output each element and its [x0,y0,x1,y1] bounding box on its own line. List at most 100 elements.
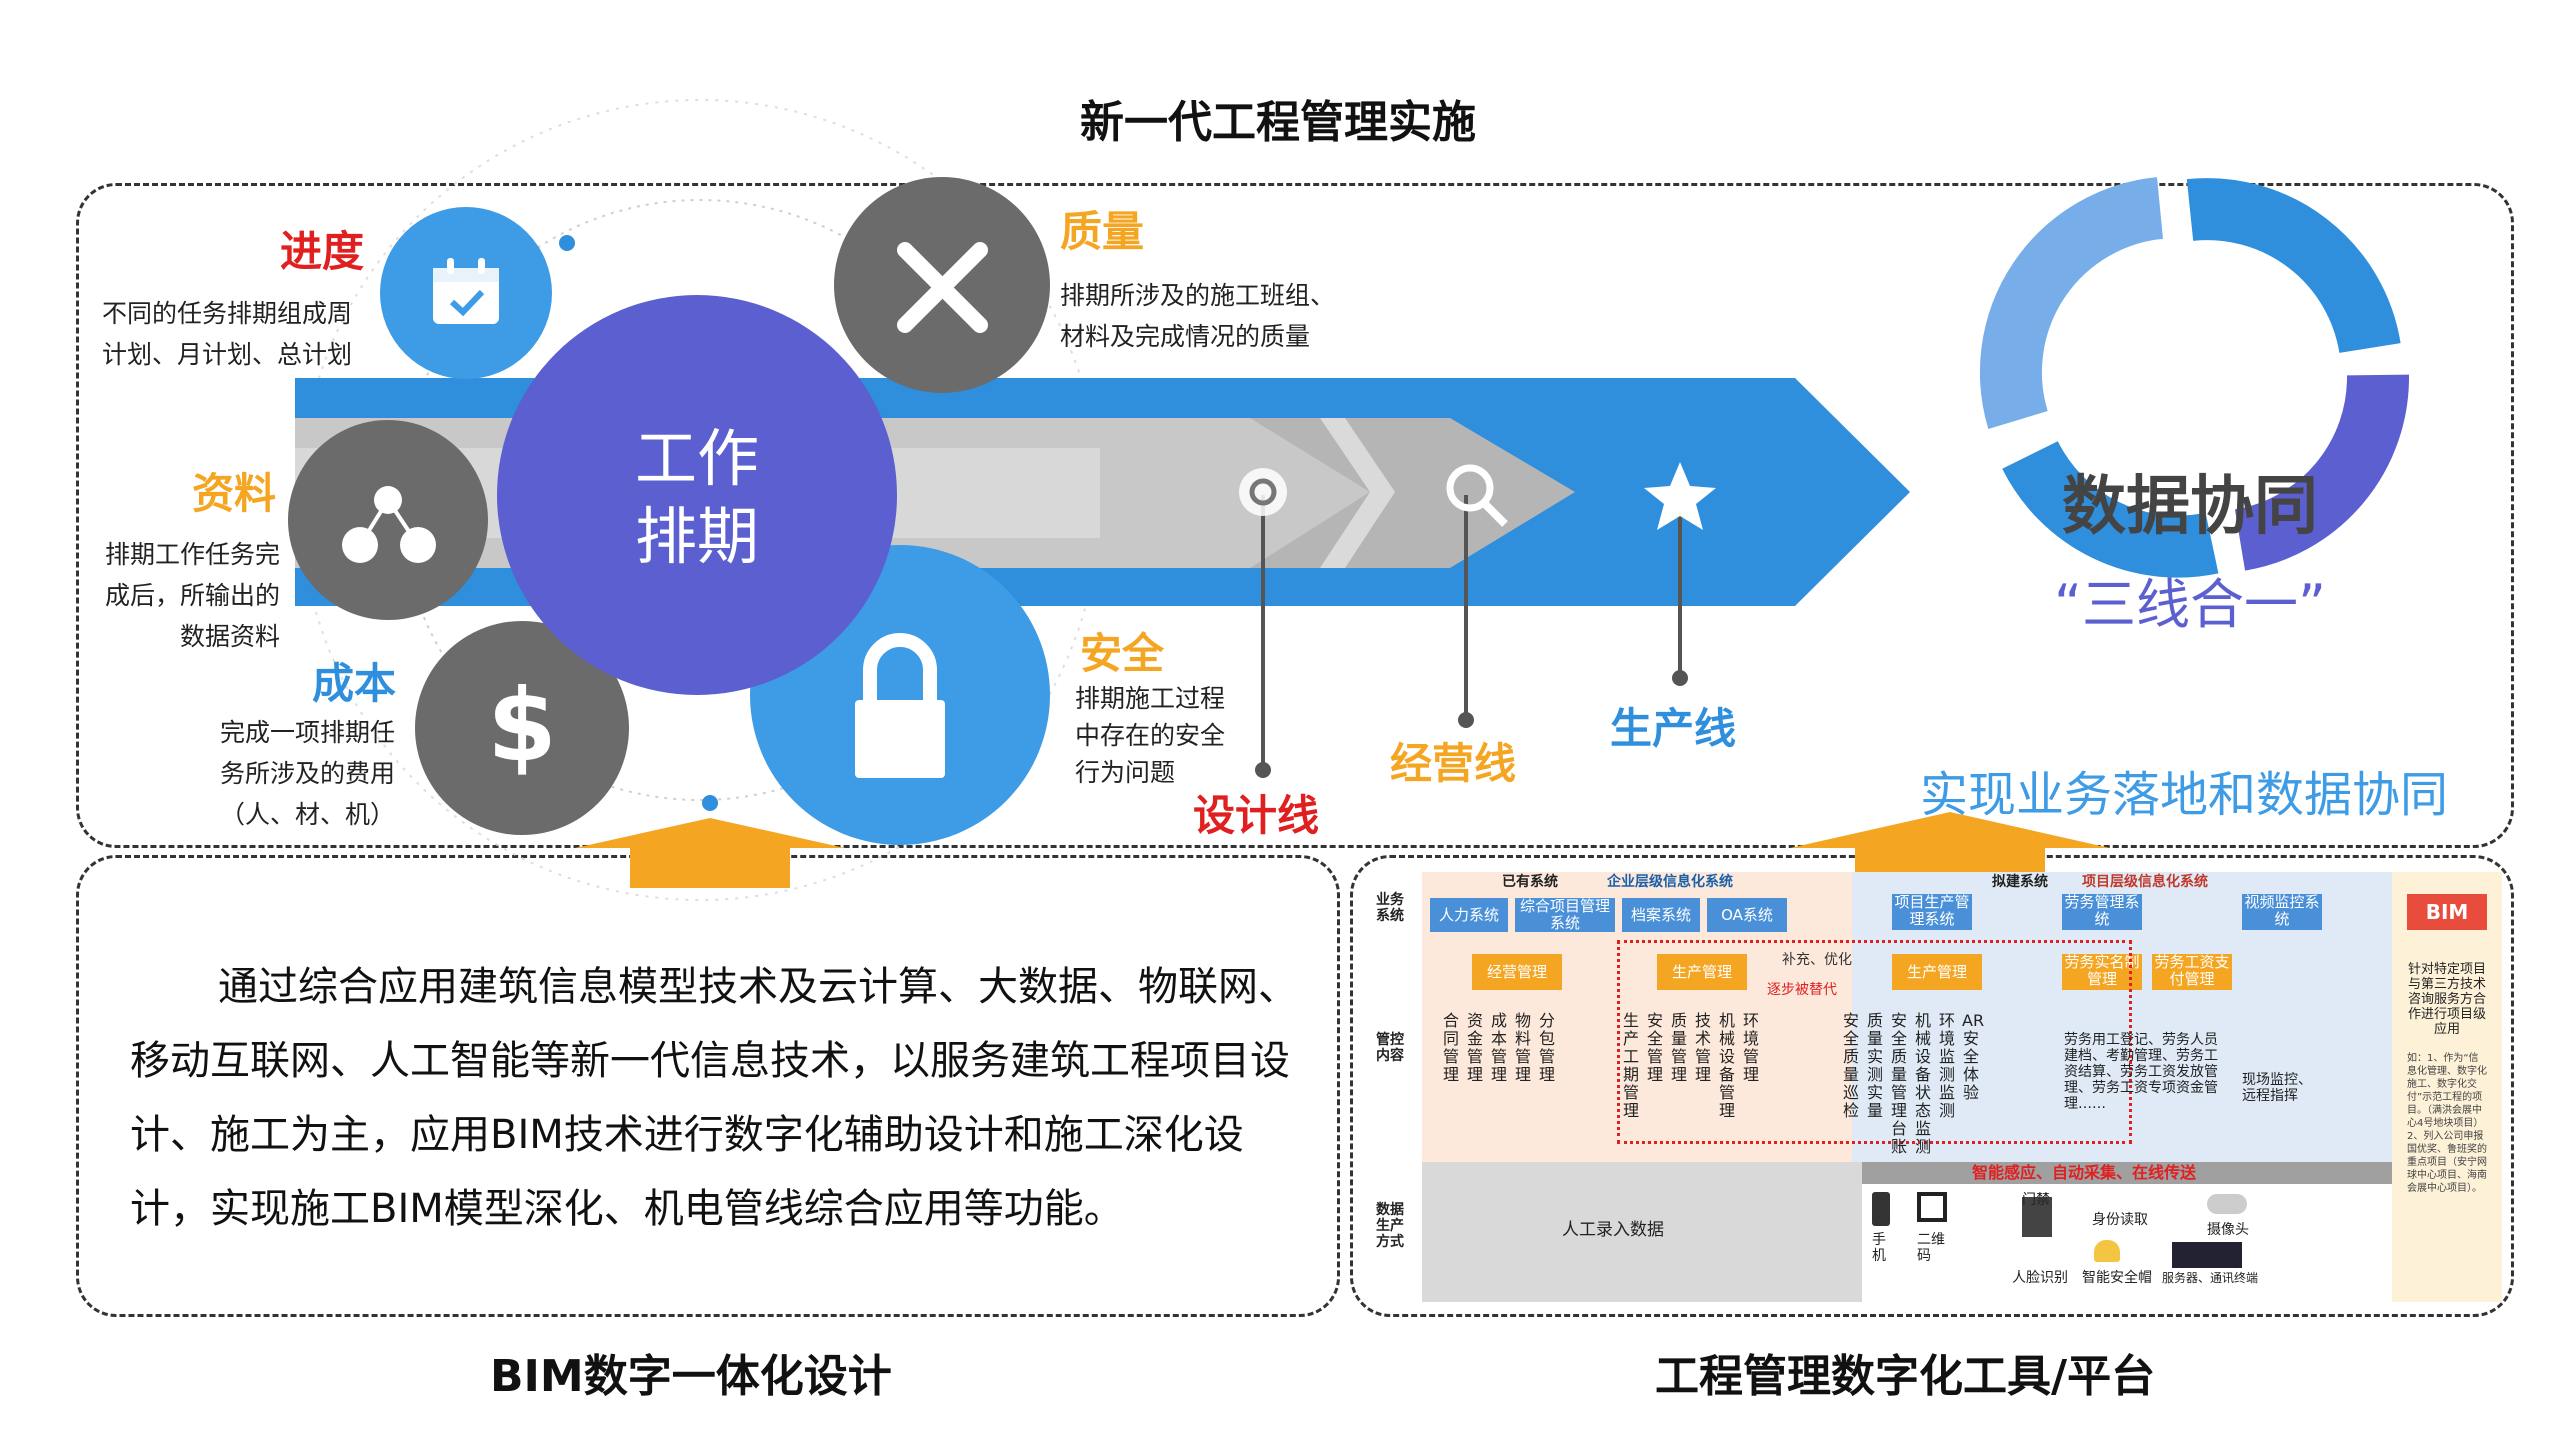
manual-label: 人工录入数据 [1562,1220,1664,1240]
system-oa: OA系统 [1707,898,1787,932]
calendar-icon [433,258,499,324]
page-title: 新一代工程管理实施 [1080,97,1476,148]
col-measure: 质量实测实量 [1866,1011,1883,1120]
hdr-existing: 已有系统 [1502,874,1558,890]
phone-icon [1872,1192,1890,1226]
col-ledger: 安全质量管理台账 [1890,1011,1907,1156]
safety-desc-3: 行为问题 [1075,758,1176,787]
materials-desc-1: 排期工作任务完 [104,540,280,569]
safety-desc-2: 中存在的安全 [1075,721,1226,750]
labor-detail: 劳务用工登记、劳务人员建档、考勤管理、劳务工资结算、劳务工资发放管理、劳务工资专… [2064,1032,2218,1112]
mid-columns: 生产工期管理 安全管理 质量管理 技术管理 机械设备管理 环境管理 [1622,1012,1760,1120]
platform-diagram: 业务系统 管控内容 数据生产方式 已有系统 企业层级信息化系统 拟建系统 项目层… [1372,872,2502,1302]
col-safety: 安全管理 [1646,1011,1663,1084]
dollar-icon: $ [487,667,557,784]
labor-realname: 劳务实名制管理 [2062,954,2142,990]
server-icon [2172,1242,2242,1268]
row-business: 业务系统 [1376,892,1404,924]
row-control: 管控内容 [1376,1032,1404,1064]
device-id-reader: 身份读取 [2092,1212,2148,1228]
device-gate: 门禁 [2022,1192,2050,1208]
data-ring [1979,177,2410,578]
quality-desc-1: 排期所涉及的施工班组、 [1060,281,1336,310]
cost-desc-1: 完成一项排期任 [219,718,395,747]
materials-desc-3: 数据资料 [179,622,280,651]
row-data: 数据生产方式 [1376,1202,1404,1250]
cost-desc-2: 务所涉及的费用 [219,759,395,788]
right-columns: 安全质量巡检 质量实测实量 安全质量管理台账 机械设备状态监测 环境监测监测 A… [1842,1011,1984,1156]
bim-zone [2392,872,2502,1302]
replacement-box [1617,940,2132,1144]
materials-label: 资料 [192,469,277,518]
col-material: 物料管理 [1514,1011,1531,1084]
col-machine: 机械设备管理 [1718,1011,1735,1120]
ring-title: 数据协同 [2062,470,2318,544]
col-quality: 质量管理 [1670,1011,1687,1084]
qrcode-icon [1917,1192,1947,1222]
lock-icon [855,633,945,778]
hub-line-2: 排期 [634,500,759,573]
col-monitor: 机械设备状态监测 [1914,1011,1931,1156]
labor-wage: 劳务工资支付管理 [2152,954,2232,990]
bim-note: 针对特定项目与第三方技术咨询服务方合作进行项目级应用 [2407,962,2486,1037]
tools-icon [897,242,988,333]
system-video: 视频监控系统 [2242,894,2322,930]
col-inspection: 安全质量巡检 [1842,1011,1859,1120]
bim-caption: BIM数字一体化设计 [490,1351,892,1402]
manual-zone [1422,1162,1862,1302]
production-mgmt-2: 生产管理 [1892,954,1982,990]
safety-label: 安全 [1080,629,1165,678]
network-cloud-icon [342,486,436,563]
helmet-icon [2094,1240,2120,1262]
safety-desc-1: 排期施工过程 [1075,684,1226,713]
hub-line-1: 工作 [634,422,759,495]
supplement-label: 补充、优化 [1782,952,1852,968]
top-panel [76,183,2514,848]
hdr-planned: 拟建系统 [1992,874,2048,890]
col-tech: 技术管理 [1694,1011,1711,1084]
system-archive: 档案系统 [1622,898,1700,932]
device-camera: 摄像头 [2207,1222,2249,1238]
cost-desc: 完成一项排期任 务所涉及的费用 （人、材、机） [200,712,415,835]
left-columns: 合同管理 资金管理 成本管理 物料管理 分包管理 [1442,1012,1556,1084]
device-helmet: 智能安全帽 [2082,1270,2152,1286]
system-labor: 劳务管理系统 [2062,894,2142,930]
col-cost: 成本管理 [1490,1011,1507,1084]
production-mgmt: 生产管理 [1657,954,1747,990]
progress-desc: 不同的任务排期组成周 计划、月计划、总计划 [102,293,352,375]
smart-label: 智能感应、自动采集、在线传送 [1972,1163,2197,1182]
system-hr: 人力系统 [1430,898,1508,932]
ring-subtitle: “三线合一” [2054,573,2326,636]
design-line-label: 设计线 [1193,791,1320,840]
hdr-project: 项目层级信息化系统 [2082,874,2208,890]
system-production: 项目生产管理系统 [1892,894,1972,930]
system-pm: 综合项目管理系统 [1515,898,1615,932]
col-schedule: 生产工期管理 [1622,1011,1639,1120]
col-env-monitor: 环境监测监测 [1938,1011,1955,1120]
smart-bar [1862,1162,2392,1184]
device-qrcode: 二维码 [1917,1232,1945,1264]
device-face: 人脸识别 [2012,1270,2068,1286]
hub-label: 工作 排期 [597,420,797,576]
business-mgmt: 经营管理 [1472,954,1562,990]
gate-icon [2022,1197,2052,1237]
col-funds: 资金管理 [1466,1011,1483,1084]
materials-desc-2: 成后，所输出的 [104,581,280,610]
camera-icon [2207,1194,2247,1214]
cost-label: 成本 [312,659,397,708]
progress-desc-2: 计划、月计划、总计划 [102,340,353,369]
col-env: 环境管理 [1742,1011,1759,1084]
bim-description: 通过综合应用建筑信息模型技术及云计算、大数据、物联网、移动互联网、人工智能等新一… [130,964,1298,1232]
quality-desc: 排期所涉及的施工班组、 材料及完成情况的质量 [1060,275,1335,357]
hdr-enterprise: 企业层级信息化系统 [1607,874,1733,890]
safety-desc: 排期施工过程 中存在的安全 行为问题 [1075,680,1225,791]
materials-desc: 排期工作任务完 成后，所输出的 数据资料 [90,534,280,657]
video-detail: 现场监控、远程指挥 [2242,1072,2312,1104]
device-phone: 手机 [1872,1232,1886,1264]
bim-badge: BIM [2407,894,2487,930]
device-server: 服务器、通讯终端 [2162,1271,2259,1285]
platform-caption: 工程管理数字化工具/平台 [1655,1351,2156,1402]
device-row: 手机 二维码 门禁 身份读取 摄像头 人脸识别 智能安全帽 服务器、通讯终端 [1872,1192,2382,1292]
business-line-label: 经营线 [1390,739,1517,788]
